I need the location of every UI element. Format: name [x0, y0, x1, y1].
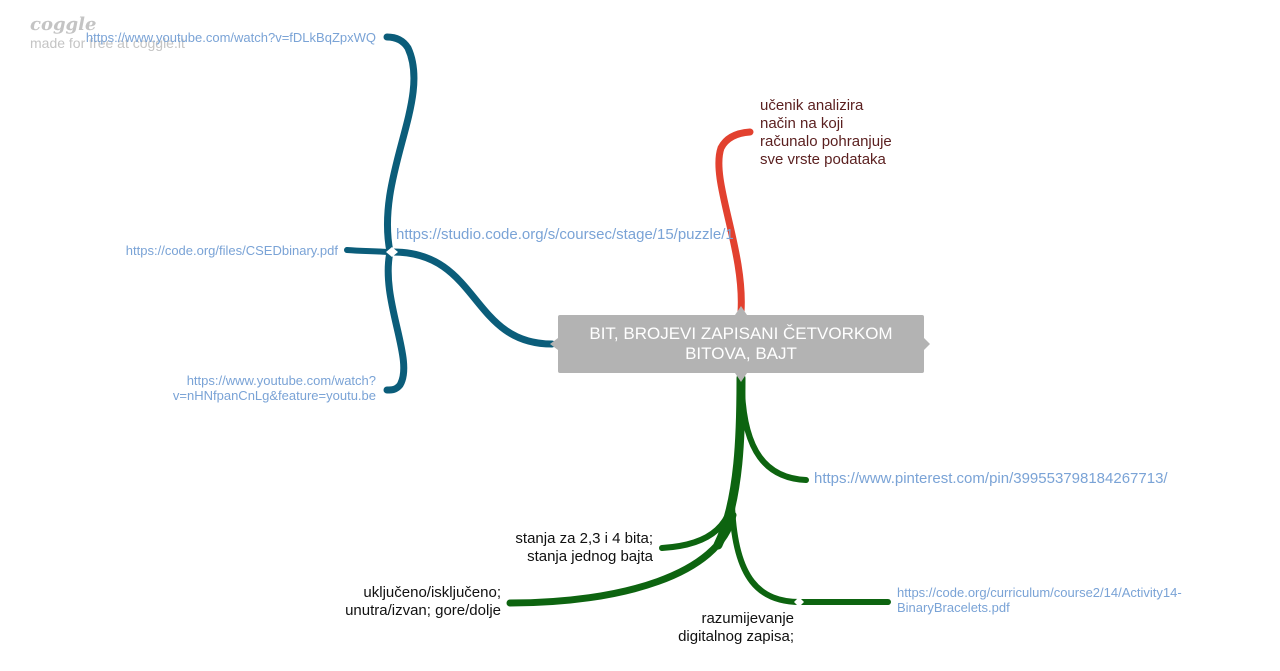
blue-branch-left: [344, 247, 393, 255]
link-youtube-2-line1: https://www.youtube.com/watch?: [186, 373, 376, 388]
green-node-stanja[interactable]: stanja za 2,3 i 4 bita; stanja jednog ba…: [515, 530, 653, 566]
link-youtube-2-line2: v=nHNfpanCnLg&feature=youtu.be: [172, 388, 376, 403]
green-branch-ukljuceno: [506, 511, 737, 607]
link-studio-code[interactable]: https://studio.code.org/s/coursec/stage/…: [396, 226, 734, 243]
bracelets-line-1: https://code.org/curriculum/course2/14/A…: [897, 585, 1182, 600]
coggle-logo: coggle: [30, 14, 97, 35]
root-top-arrow: [735, 306, 747, 315]
red-line-3: računalo pohranjuje: [760, 133, 892, 150]
green-node-razumijevanje[interactable]: razumijevanje digitalnog zapisa;: [678, 610, 794, 646]
green-branch-stanja: [659, 477, 739, 551]
blue-branch-lower: [383, 248, 408, 394]
red-branch: [715, 128, 754, 316]
green-branch-razumijevanje: [729, 502, 803, 605]
blue-branch-main: [389, 248, 556, 348]
link-csed-binary[interactable]: https://code.org/files/CSEDbinary.pdf: [125, 243, 338, 258]
stanja-line-1: stanja za 2,3 i 4 bita;: [515, 530, 653, 547]
blue-node-marker: [386, 247, 398, 257]
red-line-2: način na koji: [760, 115, 844, 132]
link-pinterest[interactable]: https://www.pinterest.com/pin/3995537981…: [814, 470, 1168, 487]
bracelets-line-2: BinaryBracelets.pdf: [897, 600, 1010, 615]
razumijevanje-line-1: razumijevanje: [701, 610, 794, 627]
coggle-tagline: made for free at coggle.it: [30, 35, 185, 51]
root-node[interactable]: BIT, BROJEVI ZAPISANI ČETVORKOM BITOVA, …: [558, 315, 924, 373]
green-branch-pinterest: [739, 389, 809, 483]
link-youtube-2[interactable]: https://www.youtube.com/watch? v=nHNfpan…: [173, 373, 376, 403]
red-line-1: učenik analizira: [760, 97, 864, 114]
red-node-text[interactable]: učenik analizira način na koji računalo …: [760, 97, 892, 169]
stanja-line-2: stanja jednog bajta: [527, 548, 653, 565]
red-line-4: sve vrste podataka: [760, 151, 886, 168]
ukljuceno-line-2: unutra/izvan; gore/dolje: [345, 602, 501, 619]
root-title-line2: BITOVA, BAJT: [685, 344, 797, 363]
green-node-marker: [794, 597, 804, 607]
blue-branch-upper: [383, 33, 418, 256]
root-right-arrow: [924, 338, 930, 350]
ukljuceno-line-1: uključeno/isključeno;: [363, 584, 501, 601]
root-bottom-arrow: [735, 373, 747, 382]
root-title-line1: BIT, BROJEVI ZAPISANI ČETVORKOM: [589, 324, 893, 343]
green-node-ukljuceno[interactable]: uključeno/isključeno; unutra/izvan; gore…: [345, 584, 501, 620]
root-left-arrow: [550, 338, 558, 350]
razumijevanje-line-2: digitalnog zapisa;: [678, 628, 794, 645]
link-youtube-1[interactable]: https://www.youtube.com/watch?v=fDLkBqZp…: [85, 30, 376, 45]
link-binary-bracelets[interactable]: https://code.org/curriculum/course2/14/A…: [897, 585, 1182, 615]
coggle-branding: coggle made for free at coggle.it: [30, 14, 185, 51]
